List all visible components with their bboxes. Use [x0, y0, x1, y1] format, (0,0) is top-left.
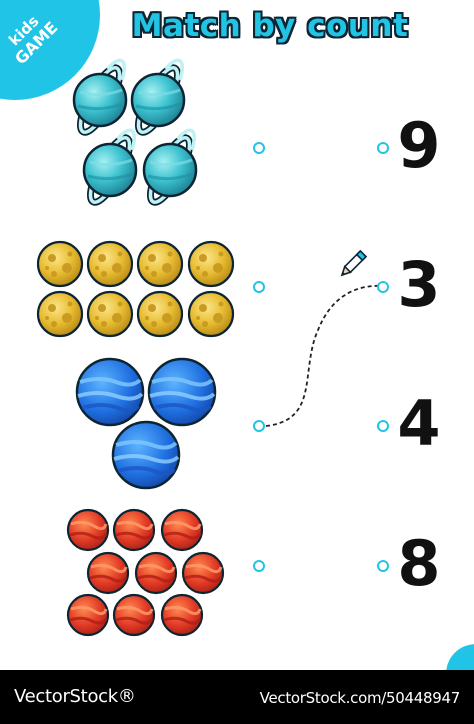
watermark-brand: VectorStock® — [14, 686, 136, 707]
number-option-1[interactable]: 9 — [397, 109, 441, 182]
right-dot-number-2[interactable] — [377, 281, 389, 293]
watermark-bar: VectorStock® VectorStock.com/50448947 — [0, 670, 474, 724]
row-4-objects — [66, 508, 225, 637]
watermark-url: VectorStock.com/50448947 — [259, 689, 461, 707]
number-option-4[interactable]: 8 — [397, 527, 441, 600]
right-dot-number-1[interactable] — [377, 142, 389, 154]
left-dot-row-3[interactable] — [253, 420, 265, 432]
row-1-objects — [73, 57, 200, 207]
right-dot-number-3[interactable] — [377, 420, 389, 432]
worksheet: kids GAME Match by count — [0, 0, 474, 670]
example-connection-line — [265, 285, 385, 427]
row-3-objects — [75, 357, 217, 490]
right-dot-number-4[interactable] — [377, 560, 389, 572]
number-option-2[interactable]: 3 — [397, 248, 441, 321]
row-2-objects — [36, 240, 235, 338]
number-option-3[interactable]: 4 — [397, 387, 441, 460]
left-dot-row-2[interactable] — [253, 281, 265, 293]
left-dot-row-4[interactable] — [253, 560, 265, 572]
page-title: Match by count — [131, 8, 409, 44]
planets-artwork — [36, 0, 385, 637]
left-dot-row-1[interactable] — [253, 142, 265, 154]
pencil-icon — [340, 249, 368, 277]
